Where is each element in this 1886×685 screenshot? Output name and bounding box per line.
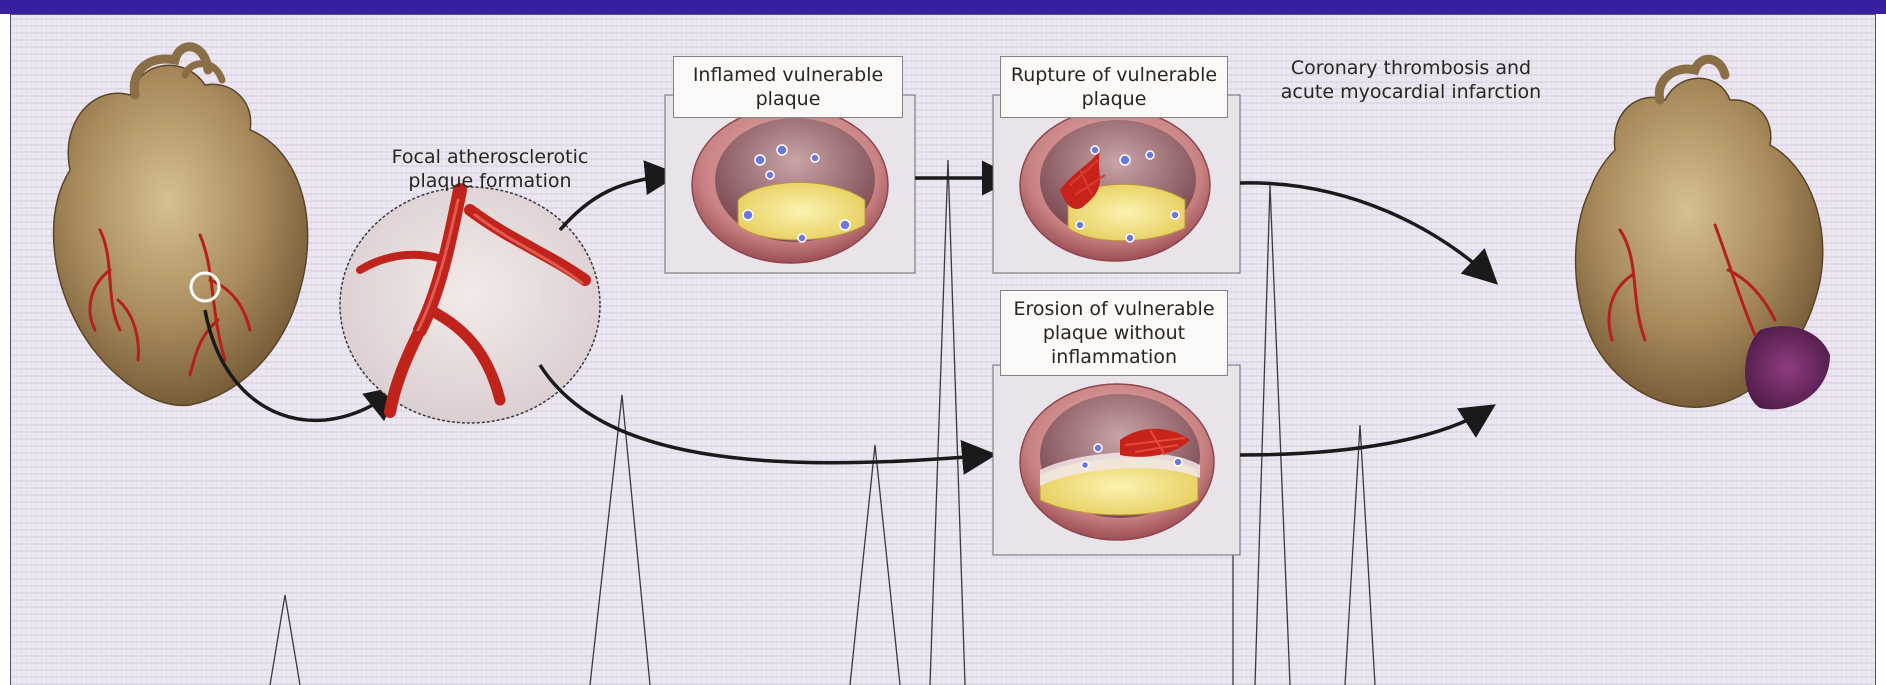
infarcted-heart-illustration — [1576, 59, 1830, 409]
label-rupture-vulnerable-plaque: Rupture of vulnerable plaque — [1000, 56, 1228, 118]
arrow-artery-to-erosion — [540, 365, 990, 463]
arrow-rupture-to-infarct — [1240, 183, 1493, 280]
label-coronary-thrombosis-infarction: Coronary thrombosis and acute myocardial… — [1280, 56, 1542, 104]
artery-magnified-illustration — [340, 187, 600, 423]
eroded-vessel-cross-section-icon — [1020, 384, 1214, 540]
ruptured-vessel-cross-section-icon — [1020, 109, 1210, 261]
label-focal-plaque-formation: Focal atherosclerotic plaque formation — [375, 145, 605, 193]
heart-illustration — [54, 47, 308, 406]
label-inflamed-vulnerable-plaque: Inflamed vulnerable plaque — [673, 56, 903, 118]
label-erosion-vulnerable-plaque: Erosion of vulnerable plaque without inf… — [1000, 290, 1228, 376]
inflamed-plaque-panel — [665, 95, 915, 273]
vessel-cross-section-icon — [692, 107, 888, 263]
rupture-plaque-panel — [993, 95, 1240, 273]
arrow-erosion-to-infarct — [1240, 408, 1490, 455]
erosion-plaque-panel — [993, 365, 1240, 555]
